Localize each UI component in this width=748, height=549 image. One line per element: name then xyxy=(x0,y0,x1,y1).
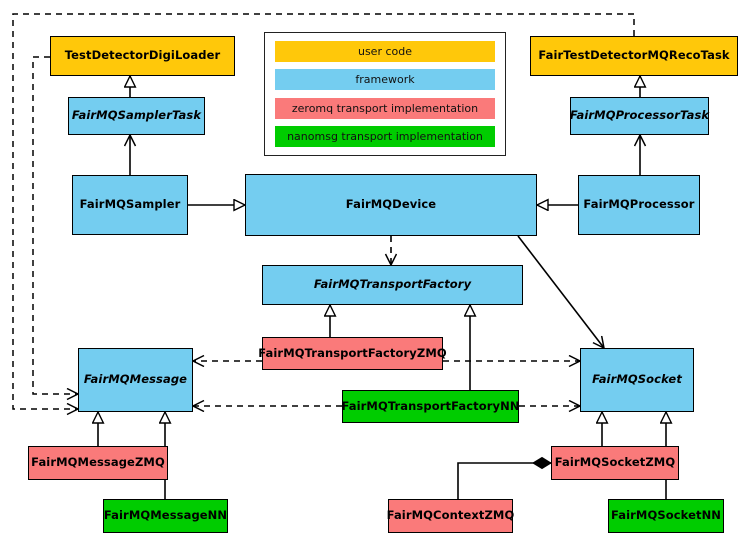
class-node-label: FairMQSamplerTask xyxy=(71,108,202,123)
class-node-label: FairMQContextZMQ xyxy=(386,508,515,523)
class-node-message[interactable]: FairMQMessage xyxy=(78,348,193,412)
class-node-label: FairMQTransportFactory xyxy=(313,277,472,292)
class-node-socketnn[interactable]: FairMQSocketNN xyxy=(608,499,724,533)
class-node-label: FairMQSocketZMQ xyxy=(554,455,676,470)
class-node-device[interactable]: FairMQDevice xyxy=(245,174,537,236)
class-node-sampler[interactable]: FairMQSampler xyxy=(72,175,188,235)
class-node-messagenn[interactable]: FairMQMessageNN xyxy=(103,499,228,533)
class-node-contextzmq[interactable]: FairMQContextZMQ xyxy=(386,499,515,533)
class-node-label: FairMQMessageNN xyxy=(103,508,228,523)
class-node-label: FairMQDevice xyxy=(345,197,437,212)
class-node-label: FairMQSocketNN xyxy=(610,508,722,523)
class-node-messagezmq[interactable]: FairMQMessageZMQ xyxy=(28,446,168,480)
class-node-recotask[interactable]: FairTestDetectorMQRecoTask xyxy=(530,36,738,76)
legend: user code framework zeromq transport imp… xyxy=(264,32,506,156)
class-node-socketzmq[interactable]: FairMQSocketZMQ xyxy=(551,446,679,480)
class-node-label: FairMQSampler xyxy=(79,197,181,212)
class-node-label: FairMQTransportFactoryZMQ xyxy=(258,345,447,360)
legend-label-user-code: user code xyxy=(357,45,413,58)
legend-label-nanomsg: nanomsg transport implementation xyxy=(287,129,483,143)
class-node-processortask[interactable]: FairMQProcessorTask xyxy=(570,97,709,135)
legend-item-nanomsg: nanomsg transport implementation xyxy=(275,125,495,147)
legend-label-zeromq: zeromq transport implementation xyxy=(291,101,479,115)
class-node-label: FairMQProcessorTask xyxy=(569,108,710,123)
edge-digiloader-message xyxy=(32,56,78,394)
legend-item-user-code: user code xyxy=(275,41,495,62)
class-node-factory[interactable]: FairMQTransportFactory xyxy=(262,265,523,305)
edge-device-socket xyxy=(517,235,604,348)
class-node-label: FairMQTransportFactoryNN xyxy=(341,398,520,413)
class-node-label: TestDetectorDigiLoader xyxy=(64,48,221,63)
class-node-label: FairMQMessage xyxy=(83,372,188,387)
class-node-label: FairMQSocket xyxy=(592,372,682,387)
legend-label-framework: framework xyxy=(355,73,415,87)
legend-item-zeromq: zeromq transport implementation xyxy=(275,97,495,119)
class-node-label: FairTestDetectorMQRecoTask xyxy=(538,48,730,63)
edge-contextzmq-socketzmq xyxy=(457,463,551,499)
class-node-processor[interactable]: FairMQProcessor xyxy=(578,175,700,235)
legend-item-framework: framework xyxy=(275,69,495,91)
class-node-socket[interactable]: FairMQSocket xyxy=(580,348,694,412)
class-node-digiloader[interactable]: TestDetectorDigiLoader xyxy=(50,36,235,76)
class-node-samplertask[interactable]: FairMQSamplerTask xyxy=(68,97,205,135)
class-node-label: FairMQMessageZMQ xyxy=(31,455,165,470)
class-node-factoryzmq[interactable]: FairMQTransportFactoryZMQ xyxy=(258,337,447,370)
class-node-factorynn[interactable]: FairMQTransportFactoryNN xyxy=(341,390,520,423)
class-node-label: FairMQProcessor xyxy=(583,197,695,212)
edge-recotask-message xyxy=(12,13,635,409)
